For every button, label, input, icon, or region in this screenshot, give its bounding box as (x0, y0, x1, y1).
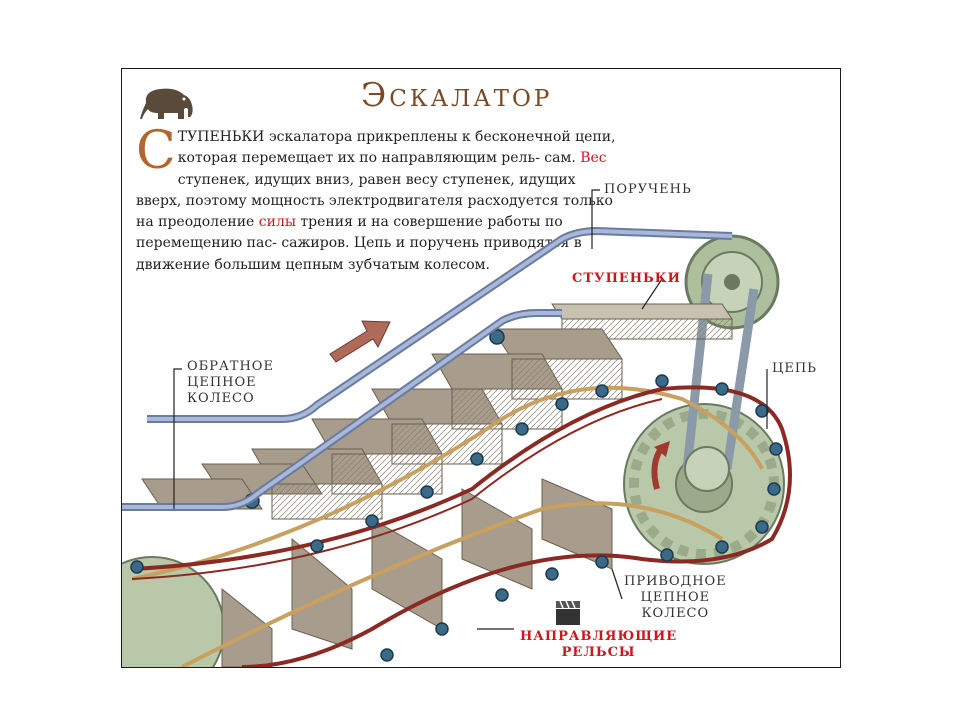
drop-cap: С (136, 121, 176, 181)
handrail (122, 226, 733, 511)
drive-sprocket-label: ПРИВОДНОЕ ЦЕПНОЕ КОЛЕСО (624, 574, 727, 622)
film-clapper-icon (556, 600, 580, 625)
chain-rollers (130, 329, 783, 662)
label-leaders (173, 189, 768, 630)
page-title: Эскалатор (361, 75, 553, 114)
guide-rails-label: НАПРАВЛЯЮЩИЕ РЕЛЬСЫ (520, 629, 677, 661)
guide-rails-label-line2: РЕЛЬСЫ (561, 645, 636, 660)
intro-highlight1: Вес (580, 150, 607, 167)
drive-sprocket-label-line3: КОЛЕСО (641, 606, 710, 621)
return-sprocket-label-line2: ЦЕПНОЕ (187, 375, 257, 390)
up-arrow-icon (329, 320, 391, 363)
chain-label: ЦЕПЬ (772, 361, 817, 376)
guide-rails-label-line1: НАПРАВЛЯЮЩИЕ (520, 629, 678, 644)
guide-rails (131, 385, 764, 667)
return-sprocket-label-line3: КОЛЕСО (187, 391, 255, 406)
intro-part1: ТУПЕНЬКИ эскалатора прикреплены к бескон… (177, 129, 616, 167)
steps-label: СТУПЕНЬКИ (572, 271, 681, 286)
escalator-illustration (122, 189, 792, 667)
elephant-icon (140, 88, 193, 119)
return-sprocket-label: ОБРАТНОЕ ЦЕПНОЕ КОЛЕСО (187, 359, 274, 407)
rotation-arrow-icon (651, 441, 670, 490)
intro-part2: ступенек, идущих вниз, равен весу ступен… (136, 171, 613, 231)
return-sprocket-label-line1: ОБРАТНОЕ (187, 359, 274, 374)
handrail-label: ПОРУЧЕНЬ (604, 182, 692, 197)
intro-highlight2: силы (258, 214, 296, 231)
drive-sprocket-label-line1: ПРИВОДНОЕ (624, 574, 727, 589)
drive-sprocket-label-line2: ЦЕПНОЕ (640, 590, 711, 605)
chain (131, 385, 792, 667)
intro-part3: трения и на совершение работы по перемещ… (136, 214, 582, 273)
